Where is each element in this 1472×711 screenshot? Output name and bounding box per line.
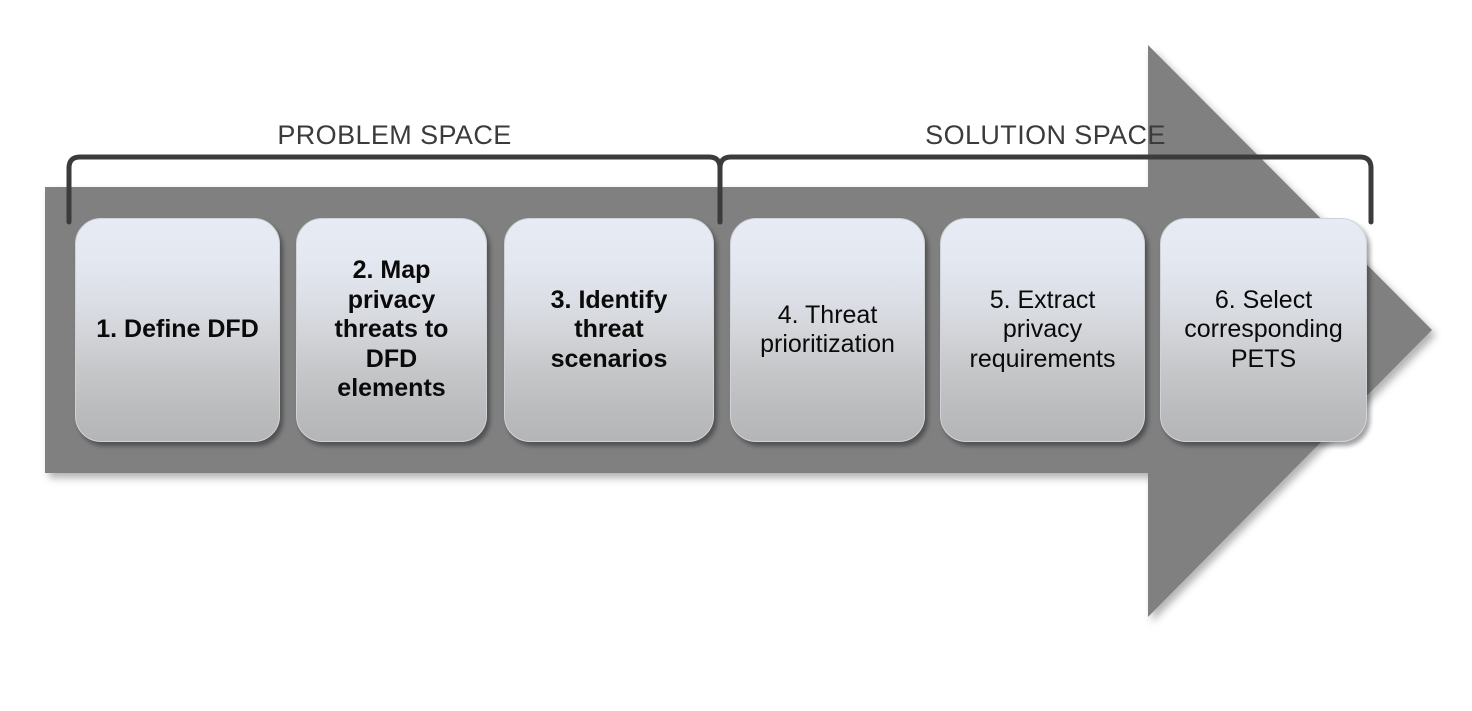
step-label-2: 2. Map privacy threats to DFD elements — [334, 256, 449, 403]
step-box-3[interactable]: 3. Identify threat scenarios — [504, 218, 714, 442]
step-label-3: 3. Identify threat scenarios — [550, 285, 668, 373]
phase-label-solution-space: SOLUTION SPACE — [925, 120, 1166, 150]
phase-label-problem-space: PROBLEM SPACE — [277, 120, 512, 150]
step-box-4[interactable]: 4. Threat prioritization — [730, 218, 925, 442]
step-box-1[interactable]: 1. Define DFD — [75, 218, 280, 442]
step-box-6[interactable]: 6. Select corresponding PETS — [1160, 218, 1367, 442]
step-label-6: 6. Select corresponding PETS — [1184, 285, 1343, 373]
step-label-1: 1. Define DFD — [96, 315, 259, 344]
step-label-4: 4. Threat prioritization — [760, 300, 895, 359]
step-label-5: 5. Extract privacy requirements — [969, 285, 1116, 373]
step-box-5[interactable]: 5. Extract privacy requirements — [940, 218, 1145, 442]
step-box-2[interactable]: 2. Map privacy threats to DFD elements — [296, 218, 487, 442]
